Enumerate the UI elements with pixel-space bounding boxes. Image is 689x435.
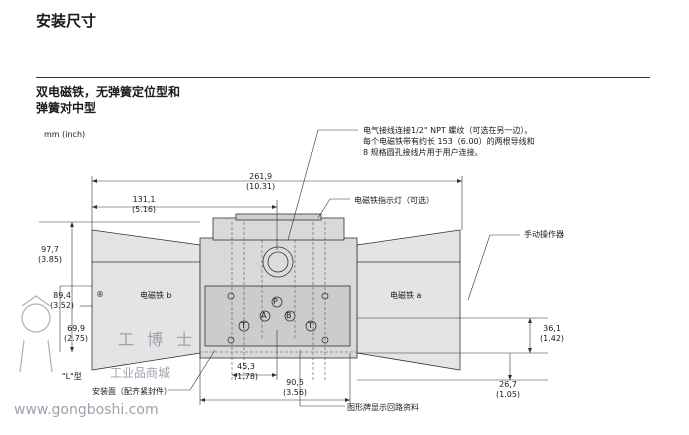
dim-26-mm: 26,7	[499, 380, 517, 389]
dim-45-mm: 45,3	[237, 362, 255, 371]
o-ring-label: "L"型	[62, 372, 82, 381]
dim-97-in: (3.85)	[38, 255, 63, 264]
electrical-note: 电气接线连接1/2" NPT 螺纹（可选在另一边）。 每个电磁铁带有约长 153…	[363, 125, 535, 158]
dim-45: 45,3 (1.78)	[234, 362, 258, 382]
watermark-brand: 工 博 士	[118, 330, 197, 349]
dim-89-in: (3.52)	[50, 301, 75, 310]
dim-69: 69,9 (2.75)	[64, 324, 88, 344]
port-p-label: P	[273, 297, 278, 306]
conduit-connector	[262, 246, 294, 278]
dim-89: 89,4 (3.52)	[50, 291, 74, 311]
graphic-plate-note: 图形牌显示回路资料	[347, 403, 419, 412]
solenoid-b-label: 电磁铁 b	[140, 291, 172, 300]
dim-131: 131,1 (5.16)	[132, 195, 156, 215]
dim-36-in: (1.42)	[540, 334, 565, 343]
electrical-note-line-2: 每个电磁铁带有约长 153（6.00）的两根导线和	[363, 137, 535, 146]
page-title: 安装尺寸	[36, 12, 97, 30]
dim-overall-mm: 261,9	[249, 172, 273, 181]
port-t1-label: T	[241, 321, 246, 330]
mounting-plate	[204, 285, 351, 347]
electrical-note-line-1: 电气接线连接1/2" NPT 螺纹（可选在另一边）。	[363, 126, 533, 135]
port-t2-label: T	[308, 321, 313, 330]
manual-override-note: 手动操作器	[524, 230, 564, 239]
watermark-url: www.gongboshi.com	[14, 402, 159, 418]
subtitle-line-2: 弹簧对中型	[36, 101, 97, 115]
watermark-mascot	[19, 295, 53, 373]
units-label: mm (inch)	[44, 130, 86, 139]
indicator-note: 电磁铁指示灯（可选）	[354, 196, 434, 205]
registered-mark: ®	[96, 290, 104, 299]
port-b-label: B	[286, 311, 292, 320]
dim-97: 97,7 (3.85)	[38, 245, 62, 265]
dim-overall: 261,9 (10.31)	[246, 172, 275, 192]
dim-97-mm: 97,7	[41, 245, 59, 254]
header-divider	[36, 77, 650, 78]
dim-69-in: (2.75)	[64, 334, 89, 343]
dim-69-mm: 69,9	[67, 324, 85, 333]
dim-89-mm: 89,4	[53, 291, 71, 300]
dim-26-in: (1.05)	[496, 390, 521, 399]
dim-131-in: (5.16)	[132, 205, 157, 214]
watermark-mall: 工业品商城	[110, 366, 171, 380]
valve-top-cap	[212, 217, 345, 241]
section-subtitle: 双电磁铁，无弹簧定位型和 弹簧对中型	[36, 84, 180, 116]
port-a-label: A	[261, 311, 267, 320]
dim-90-in: (3.56)	[283, 388, 308, 397]
electrical-note-line-3: 8 规格圆孔接线片用于用户连接。	[363, 148, 483, 157]
dim-90-mm: 90,5	[286, 378, 304, 387]
dim-26: 26,7 (1.05)	[496, 380, 520, 400]
subtitle-line-1: 双电磁铁，无弹簧定位型和	[36, 85, 181, 99]
solenoid-a-label: 电磁铁 a	[390, 291, 422, 300]
dim-36-mm: 36,1	[543, 324, 561, 333]
dim-36: 36,1 (1.42)	[540, 324, 564, 344]
dim-90: 90,5 (3.56)	[283, 378, 307, 398]
dim-45-in: (1.78)	[234, 372, 259, 381]
mounting-surface-note: 安装面（配齐紧封件）	[92, 387, 172, 396]
dim-131-mm: 131,1	[132, 195, 156, 204]
dim-overall-in: (10.31)	[246, 182, 276, 191]
